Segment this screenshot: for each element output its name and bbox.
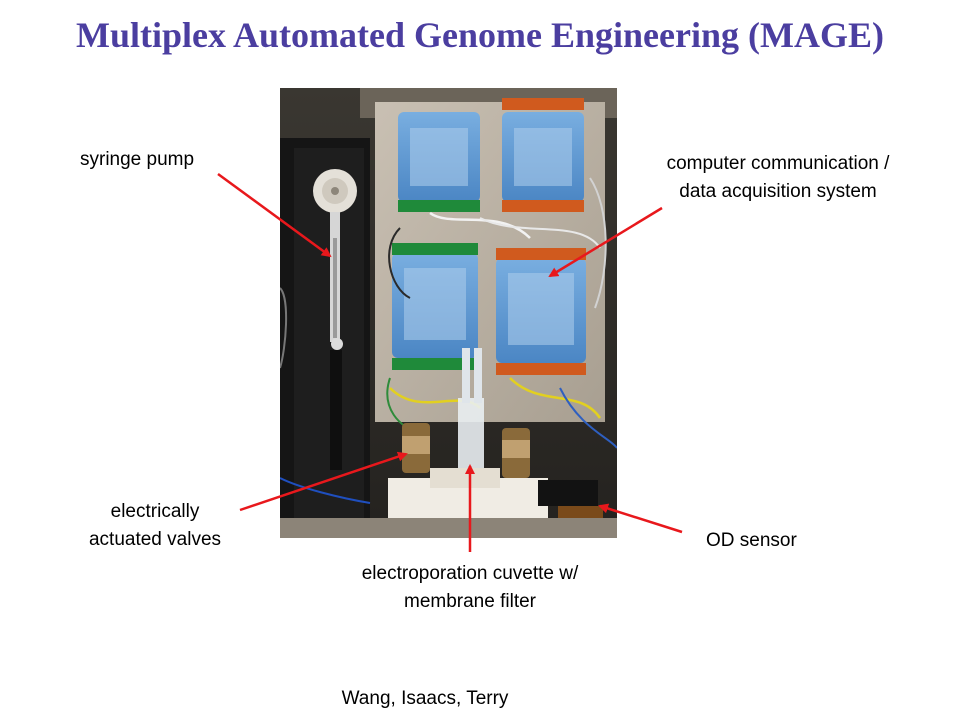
label-syringe-pump-text: syringe pump bbox=[80, 149, 195, 170]
slide-credit: Wang, Isaacs, Terry bbox=[341, 688, 509, 709]
slide-title: Multiplex Automated Genome Engineering (… bbox=[76, 15, 884, 55]
module-bottom-left bbox=[392, 243, 478, 370]
module-top-left bbox=[398, 112, 480, 212]
label-valves-line2: actuated valves bbox=[88, 529, 222, 550]
module-top-right bbox=[502, 98, 584, 212]
label-computer-communication: computer communication / data acquisitio… bbox=[628, 150, 928, 206]
label-cuvette-line1: electroporation cuvette w/ bbox=[361, 563, 579, 584]
label-valves-line1: electrically bbox=[110, 501, 200, 522]
label-computer-line2: data acquisition system bbox=[679, 181, 877, 202]
label-computer-line1: computer communication / bbox=[666, 153, 890, 174]
valve-right bbox=[502, 428, 530, 478]
label-valves: electrically actuated valves bbox=[60, 498, 250, 554]
label-cuvette: electroporation cuvette w/ membrane filt… bbox=[310, 560, 630, 616]
module-bottom-right bbox=[496, 248, 586, 375]
device-photo bbox=[280, 88, 617, 538]
label-od-sensor: OD sensor bbox=[706, 527, 797, 555]
label-syringe-pump: syringe pump bbox=[80, 146, 194, 174]
label-od-sensor-text: OD sensor bbox=[706, 530, 797, 551]
label-cuvette-line2: membrane filter bbox=[404, 591, 536, 612]
valve-left bbox=[402, 423, 430, 473]
